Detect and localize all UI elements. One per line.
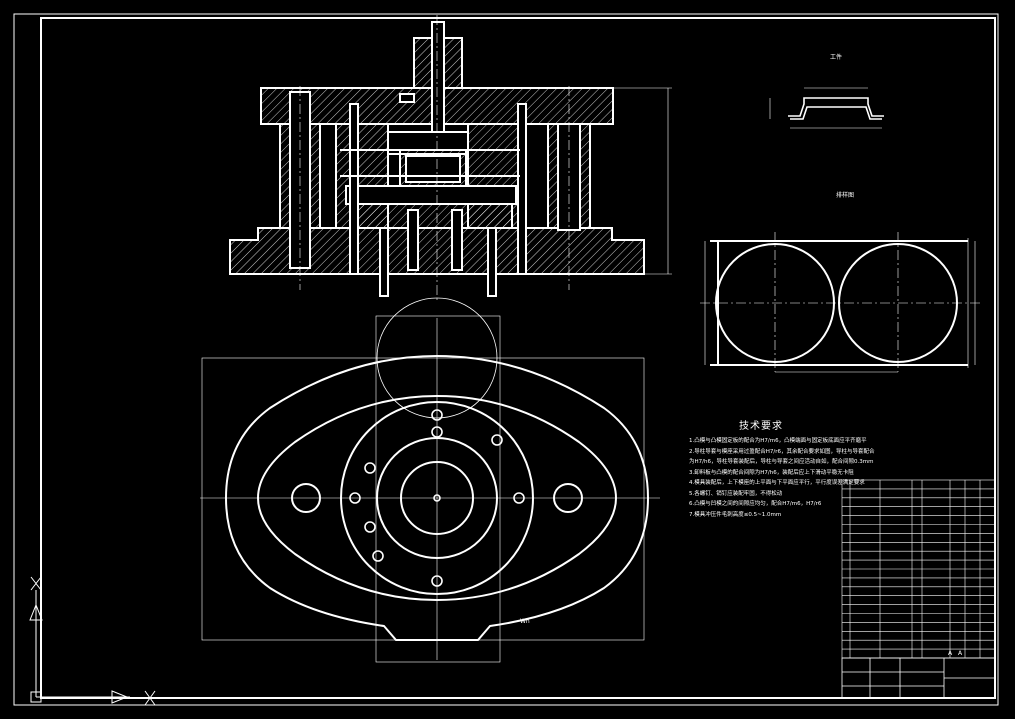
note-line: 3.卸料板与凸模的配合间隙为H7/h6，装配后应上下滑动平稳无卡阻 (689, 469, 854, 476)
section-dimension (612, 87, 672, 275)
section-centerlines (299, 15, 570, 300)
title-block (841, 657, 996, 699)
strip-construction (700, 232, 980, 373)
ucs-axis-icon (29, 576, 156, 706)
drawing-border (13, 13, 999, 706)
parts-list-table[interactable] (841, 479, 996, 659)
strip-layout-label: 排样图 (836, 192, 855, 199)
note-line: 4.模具装配后，上下模座的上平面与下平面应平行，平行度误差满足要求 (689, 480, 865, 486)
note-line: 5.各螺钉、销钉应装配牢固，不得松动 (689, 490, 783, 497)
note-line: 1.凸模与凸模固定板的配合为H7/m6，凸模端面与固定板底面应平齐磨平 (689, 438, 867, 444)
technical-requirements-list: 1.凸模与凸模固定板的配合为H7/m6，凸模端面与固定板底面应平齐磨平 2.导柱… (689, 436, 875, 520)
title-mark: A (958, 650, 963, 657)
plan-view-holes (349, 409, 525, 587)
plan-view-label: Wh (520, 618, 530, 625)
technical-requirements-title: 技术要求 (739, 421, 783, 432)
part-label: 工件 (830, 54, 843, 61)
part-drawing[interactable] (788, 97, 884, 120)
note-line: 2.导柱导套与模座采用过盈配合H7/r6，其余配合要求如图，导柱与导套配合 (689, 448, 875, 455)
plan-view[interactable] (224, 297, 650, 641)
note-line: 7.模具冲压件毛刺高度≤0.5~1.0mm (689, 511, 782, 518)
die-section-view[interactable] (229, 21, 645, 297)
note-line: 6.凸模与凹模之间的间隙应均匀，配合H7/m6，H7/r6 (689, 501, 822, 507)
plan-view-construction (200, 315, 660, 663)
part-dimensions (769, 87, 882, 129)
note-line: 为H7/h6，导柱导套装配后，导柱与导套之间应活动自如，配合间隙0.3mm (689, 459, 874, 465)
title-mark: A (948, 650, 953, 657)
